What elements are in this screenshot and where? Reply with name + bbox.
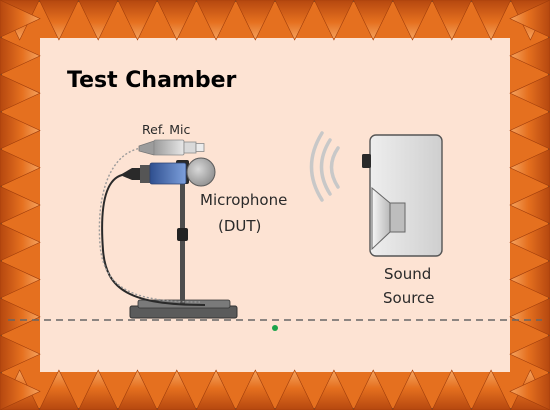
foam-wedge: [392, 369, 433, 410]
sound-source-label-line2: Source: [383, 289, 435, 307]
foam-wedge: [196, 369, 237, 410]
foam-wedge: [509, 260, 550, 299]
sound-source-label-line1: Sound: [384, 265, 431, 283]
sound-wave-icon: [309, 131, 340, 202]
foam-wedge: [274, 369, 315, 410]
foam-wedge: [156, 0, 197, 41]
foam-wedge: [0, 335, 41, 374]
foam-wedge: [431, 0, 472, 41]
reference-point-marker: [272, 325, 278, 331]
ref-mic-label: Ref. Mic: [142, 122, 191, 137]
foam-wedge: [0, 223, 41, 262]
chamber-title: Test Chamber: [67, 68, 237, 93]
dut-mic-cable: [101, 174, 206, 306]
foam-wedge: [0, 74, 41, 113]
foam-wedge: [509, 148, 550, 187]
foam-wedge: [0, 111, 41, 150]
foam-wedge: [471, 369, 512, 410]
foam-wedge: [0, 36, 41, 75]
foam-wedge: [0, 372, 41, 410]
foam-wedge: [509, 0, 550, 38]
foam-wedge: [235, 0, 276, 41]
speaker-port: [362, 154, 371, 168]
foam-wedge: [471, 0, 512, 41]
mic-grille: [186, 157, 216, 187]
microphone-label-line1: Microphone: [200, 191, 287, 209]
foam-wedge: [509, 186, 550, 224]
sound-source-speaker: [362, 134, 443, 257]
foam-wedge: [509, 372, 550, 410]
foam-wedge: [313, 369, 354, 410]
foam-wedge: [235, 369, 276, 410]
foam-wedge: [0, 186, 41, 224]
foam-wedge: [313, 0, 354, 41]
foam-wedge: [0, 260, 41, 299]
foam-wedge: [78, 369, 119, 410]
dut-microphone: [120, 157, 216, 187]
foam-wedge: [509, 335, 550, 374]
microphone-label-line2: (DUT): [218, 217, 261, 235]
foam-wedge: [78, 0, 119, 41]
foam-wedge: [117, 369, 158, 410]
foam-wedge: [156, 369, 197, 410]
foam-wedge: [274, 0, 315, 41]
foam-wedge: [431, 369, 472, 410]
foam-wedge: [196, 0, 237, 41]
foam-wedge: [509, 111, 550, 150]
foam-wedge: [509, 297, 550, 336]
foam-wedge: [392, 0, 433, 41]
foam-wedge: [0, 0, 41, 38]
foam-wedge: [509, 36, 550, 75]
foam-wedge: [353, 369, 394, 410]
reference-microphone: [138, 139, 205, 156]
foam-wedge: [0, 148, 41, 187]
foam-wedge: [38, 369, 79, 410]
foam-wedge: [117, 0, 158, 41]
foam-wedge: [509, 74, 550, 113]
foam-wedge: [353, 0, 394, 41]
foam-wedge: [38, 0, 79, 41]
foam-wedge: [509, 223, 550, 262]
foam-wedge: [0, 297, 41, 336]
